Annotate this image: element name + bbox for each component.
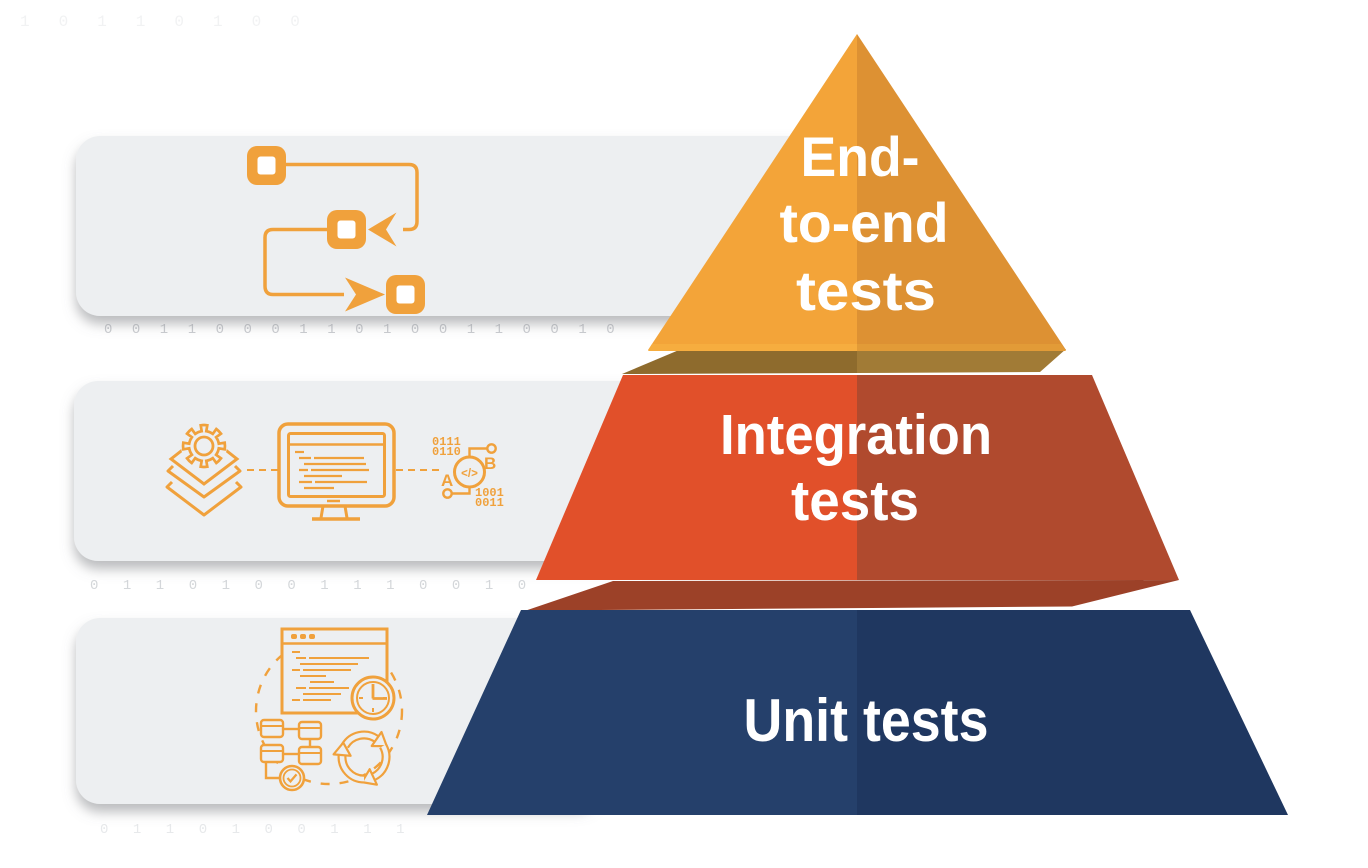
- svg-text:0111: 0111: [432, 435, 461, 449]
- svg-text:1001: 1001: [475, 486, 504, 500]
- svg-text:A: A: [441, 471, 453, 490]
- svg-text:tests: tests: [791, 469, 919, 533]
- svg-text:10110100: 10110100: [20, 13, 329, 31]
- svg-text:Unit tests: Unit tests: [744, 687, 989, 754]
- svg-text:End-: End-: [801, 125, 920, 188]
- svg-text:to-end: to-end: [780, 191, 949, 254]
- svg-text:0011: 0011: [475, 496, 504, 510]
- svg-text:B: B: [484, 454, 496, 473]
- svg-text:</>: </>: [461, 468, 478, 480]
- svg-text:Integration: Integration: [720, 403, 992, 467]
- svg-text:0110: 0110: [432, 445, 461, 459]
- svg-text:0011000110100110010: 0011000110100110010: [104, 322, 634, 338]
- svg-text:tests: tests: [796, 259, 936, 322]
- svg-text:01101001110010: 01101001110010: [90, 578, 551, 594]
- svg-text:0110100111: 0110100111: [100, 822, 429, 838]
